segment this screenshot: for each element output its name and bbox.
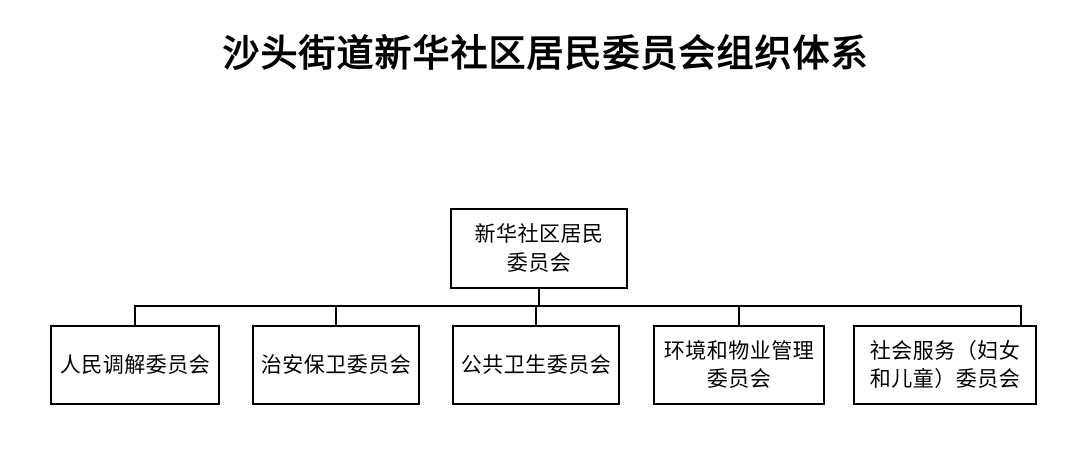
org-node-environment-property-committee[interactable]: 环境和物业管理 委员会 — [653, 325, 825, 405]
org-node-root-label: 新华社区居民 委员会 — [474, 222, 604, 275]
org-node-public-health-committee-label: 公共卫生委员会 — [460, 352, 612, 377]
connector-drop-public-security — [335, 305, 337, 326]
connector-horizontal-bus — [134, 305, 1022, 307]
org-node-public-security-committee-label: 治安保卫委员会 — [260, 352, 412, 377]
page-title: 沙头街道新华社区居民委员会组织体系 — [222, 31, 869, 75]
connector-drop-people-mediation — [134, 305, 136, 326]
org-node-public-health-committee[interactable]: 公共卫生委员会 — [452, 325, 620, 405]
connector-root-stem — [538, 289, 540, 307]
org-node-people-mediation-committee[interactable]: 人民调解委员会 — [50, 325, 220, 405]
org-node-root[interactable]: 新华社区居民 委员会 — [450, 208, 628, 289]
org-node-environment-property-committee-label: 环境和物业管理 委员会 — [663, 338, 815, 391]
org-node-people-mediation-committee-label: 人民调解委员会 — [59, 352, 211, 377]
org-node-social-services-committee[interactable]: 社会服务（妇女 和儿童）委员会 — [853, 325, 1037, 405]
org-node-social-services-committee-label: 社会服务（妇女 和儿童）委员会 — [869, 338, 1021, 391]
org-node-public-security-committee[interactable]: 治安保卫委员会 — [252, 325, 420, 405]
connector-drop-environment-property — [738, 305, 740, 326]
connector-drop-public-health — [535, 305, 537, 326]
connector-drop-social-services — [1020, 305, 1022, 326]
